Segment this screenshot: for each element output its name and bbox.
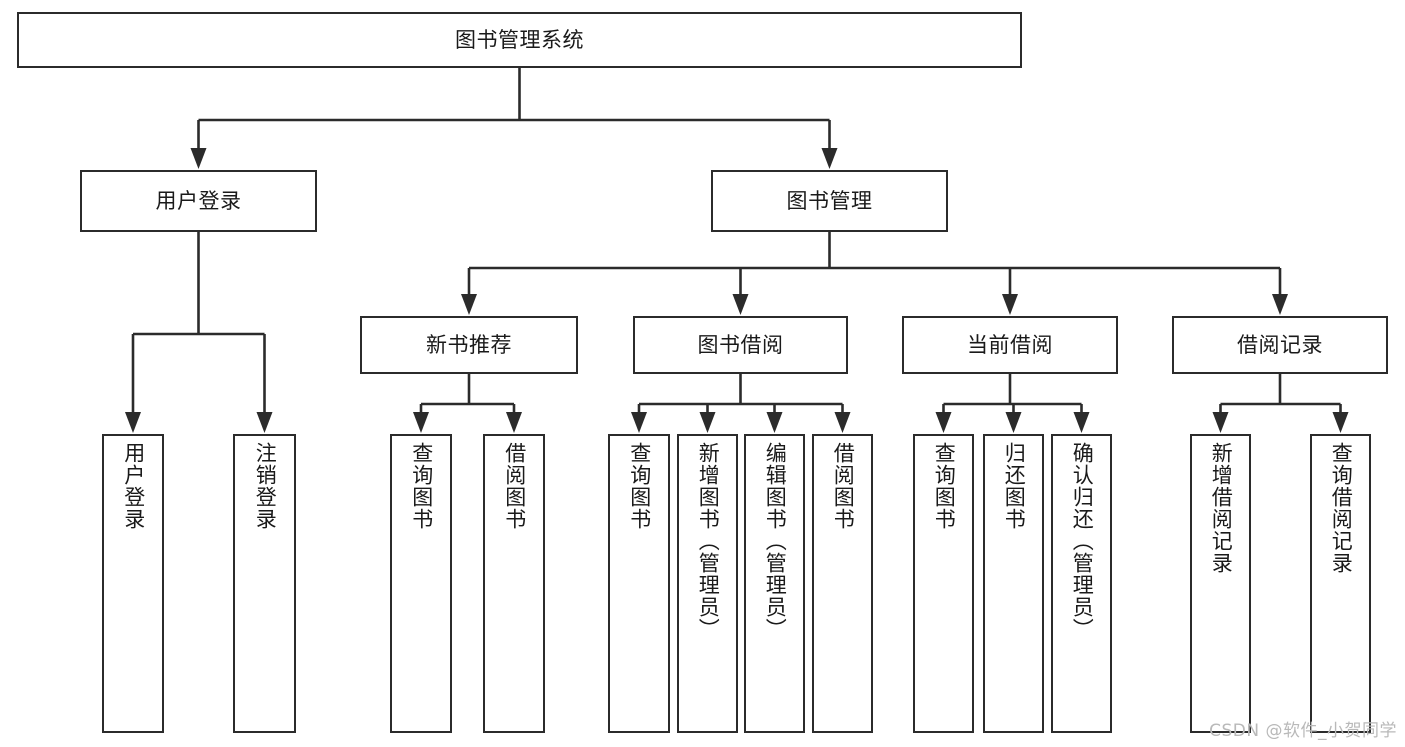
node-label: 编辑图书（管理员） [763, 442, 788, 640]
arrowhead [732, 294, 749, 315]
node-label: 新增借阅记录 [1209, 442, 1234, 574]
node-user-login[interactable]: 用户登录 [80, 170, 317, 232]
node-leaf-edit-book[interactable]: 编辑图书（管理员） [744, 434, 805, 733]
node-leaf-return-book[interactable]: 归还图书 [983, 434, 1044, 733]
arrowhead [190, 148, 207, 169]
arrowhead [125, 412, 141, 433]
node-leaf-user-login[interactable]: 用户登录 [102, 434, 164, 733]
arrowhead [413, 412, 429, 433]
connector-current-borrow-to-leaves [935, 374, 1090, 433]
arrowhead [699, 412, 716, 433]
arrowhead [1272, 294, 1288, 315]
arrowhead [631, 412, 647, 433]
arrowhead [256, 412, 273, 433]
arrowhead [766, 412, 783, 433]
node-label: 查询借阅记录 [1329, 442, 1354, 574]
node-leaf-query-book-1[interactable]: 查询图书 [390, 434, 452, 733]
node-new-book-rec[interactable]: 新书推荐 [360, 316, 578, 374]
node-current-borrow[interactable]: 当前借阅 [902, 316, 1118, 374]
node-leaf-query-book-3[interactable]: 查询图书 [913, 434, 974, 733]
node-leaf-add-record[interactable]: 新增借阅记录 [1190, 434, 1251, 733]
node-label: 查询图书 [627, 442, 652, 530]
connector-book-manage-to-level3 [461, 232, 1288, 315]
node-leaf-borrow-book-1[interactable]: 借阅图书 [483, 434, 545, 733]
connector-new-book-rec-to-leaves [413, 374, 522, 433]
node-leaf-logout[interactable]: 注销登录 [233, 434, 296, 733]
connector-root-to-level2 [190, 68, 838, 169]
node-label: 查询图书 [409, 442, 434, 530]
node-label: 新书推荐 [426, 332, 512, 357]
arrowhead [1212, 412, 1229, 433]
node-label: 图书管理 [786, 188, 873, 213]
connector-user-login-to-leaves [125, 232, 273, 433]
node-leaf-borrow-book-2[interactable]: 借阅图书 [812, 434, 873, 733]
node-leaf-confirm-return[interactable]: 确认归还（管理员） [1051, 434, 1112, 733]
node-label: 查询图书 [932, 442, 957, 530]
arrowhead [1073, 412, 1090, 433]
arrowhead [461, 294, 477, 315]
node-book-borrow[interactable]: 图书借阅 [633, 316, 848, 374]
arrowhead [1002, 294, 1018, 315]
arrowhead [506, 412, 522, 433]
node-label: 图书管理系统 [455, 27, 584, 52]
node-label: 借阅记录 [1237, 332, 1323, 357]
node-label: 归还图书 [1002, 442, 1027, 530]
node-root[interactable]: 图书管理系统 [17, 12, 1022, 68]
arrowhead [834, 412, 851, 433]
connector-book-borrow-to-leaves [631, 374, 851, 433]
connector-borrow-record-to-leaves [1212, 374, 1349, 433]
node-leaf-add-book[interactable]: 新增图书（管理员） [677, 434, 738, 733]
node-label: 新增图书（管理员） [696, 442, 721, 640]
arrowhead [821, 148, 838, 169]
node-label: 用户登录 [121, 442, 146, 530]
node-book-manage[interactable]: 图书管理 [711, 170, 948, 232]
node-label: 注销登录 [253, 442, 278, 530]
node-label: 借阅图书 [502, 442, 527, 530]
arrowhead [1332, 412, 1349, 433]
node-leaf-query-record[interactable]: 查询借阅记录 [1310, 434, 1371, 733]
node-label: 当前借阅 [967, 332, 1053, 357]
node-label: 用户登录 [155, 188, 242, 213]
node-leaf-query-book-2[interactable]: 查询图书 [608, 434, 670, 733]
node-borrow-record[interactable]: 借阅记录 [1172, 316, 1388, 374]
node-label: 借阅图书 [831, 442, 856, 530]
arrowhead [1005, 412, 1022, 433]
node-label: 图书借阅 [697, 332, 784, 357]
arrowhead [935, 412, 952, 433]
node-label: 确认归还（管理员） [1070, 442, 1095, 640]
